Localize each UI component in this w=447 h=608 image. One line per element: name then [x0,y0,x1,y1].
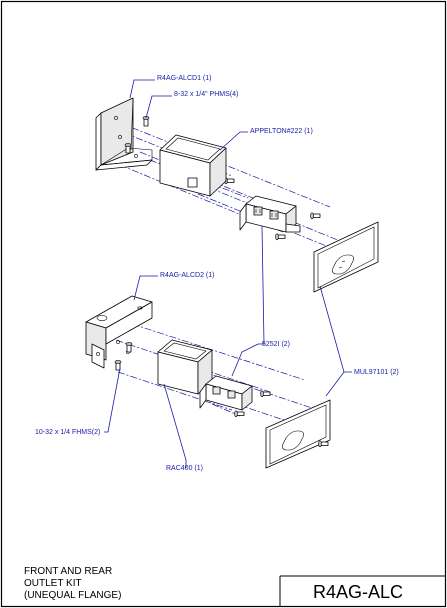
screws-fhms [114,342,271,418]
outlet-box-appleton [159,134,227,197]
callout-box-rac400: RAC400 (1) [166,465,203,472]
title-block: FRONT AND REAR OUTLET KIT (UNEQUAL FLANG… [24,566,445,606]
receptacle-bottom [199,375,253,411]
callout-screws-phms: 8-32 x 1/4" PHMS(4) [174,91,238,98]
wall-plate-top [313,221,379,293]
callout-plate: MUL97101 (2) [354,369,399,376]
screws-phms [124,116,321,241]
outlet-box-rac400 [157,339,213,395]
callout-bracket-top: R4AG-ALCD1 (1) [157,75,211,82]
callout-bracket-bottom: R4AG-ALCD2 (1) [160,272,214,279]
callout-box-appleton: APPELTON#222 (1) [250,128,313,135]
callout-screws-fhms: 10-32 x 1/4 FHMS(2) [35,429,100,436]
centerlines-top [107,117,373,259]
part-number: R4AG-ALC [313,582,403,602]
bracket-r4ag-alcd1 [95,97,153,171]
title-description-line3: (UNEQUAL FLANGE) [24,590,121,601]
title-description-line1: FRONT AND REAR [24,566,112,577]
callouts: R4AG-ALCD1 (1) 8-32 x 1/4" PHMS(4) APPEL… [35,75,399,472]
title-description-line2: OUTLET KIT [24,578,82,589]
leaders [104,79,352,468]
receptacle-top [239,195,301,233]
wall-plate-bottom [265,399,331,469]
bracket-r4ag-alcd2 [85,295,153,369]
callout-receptacle: 5252I (2) [262,341,290,348]
